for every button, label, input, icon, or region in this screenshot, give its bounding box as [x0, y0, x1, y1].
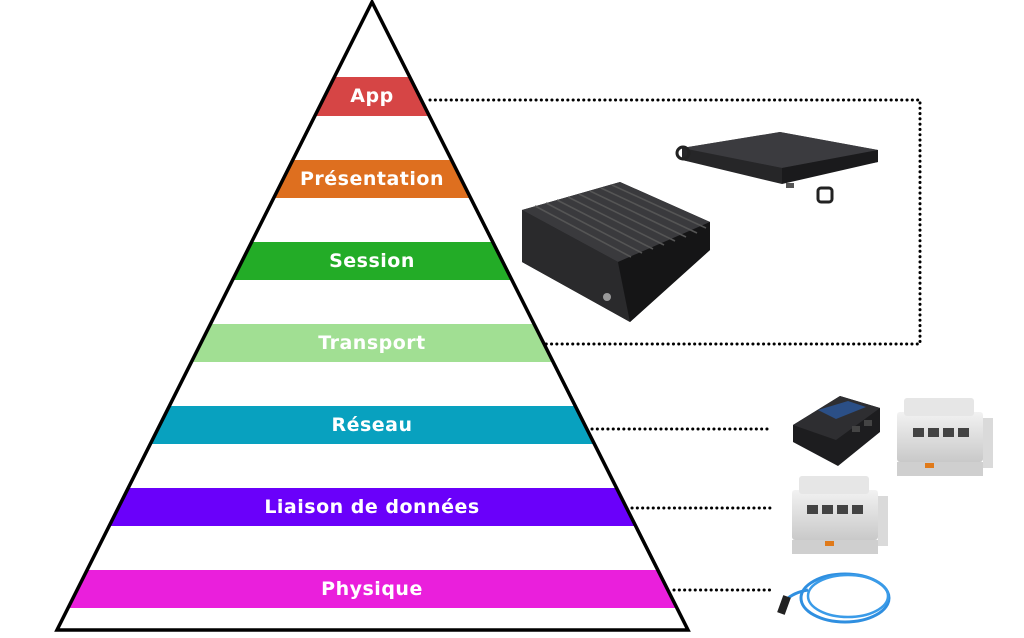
- layer-label-transport: Transport: [318, 332, 426, 354]
- band-physique: [57, 570, 688, 608]
- fanless-pc-icon: [522, 182, 710, 322]
- layer-label-presentation: Présentation: [300, 168, 444, 190]
- layer-label-session: Session: [329, 250, 415, 272]
- layer-label-reseau: Réseau: [331, 414, 413, 436]
- connector-lines: [428, 98, 922, 592]
- layer-label-app: App: [350, 85, 394, 107]
- din-rail-switch-icon: [792, 476, 888, 554]
- connector-upper-layers: [428, 98, 922, 346]
- cellular-router-icon: [793, 396, 880, 466]
- rack-server-icon: [675, 132, 878, 204]
- sensor-cable-icon: [777, 572, 891, 624]
- layer-label-physique: Physique: [321, 578, 423, 600]
- pyramid-outline: [54, 0, 691, 632]
- din-rail-switch-icon: [897, 398, 993, 476]
- band-liaison: [57, 488, 688, 526]
- layer-label-liaison: Liaison de données: [264, 496, 480, 518]
